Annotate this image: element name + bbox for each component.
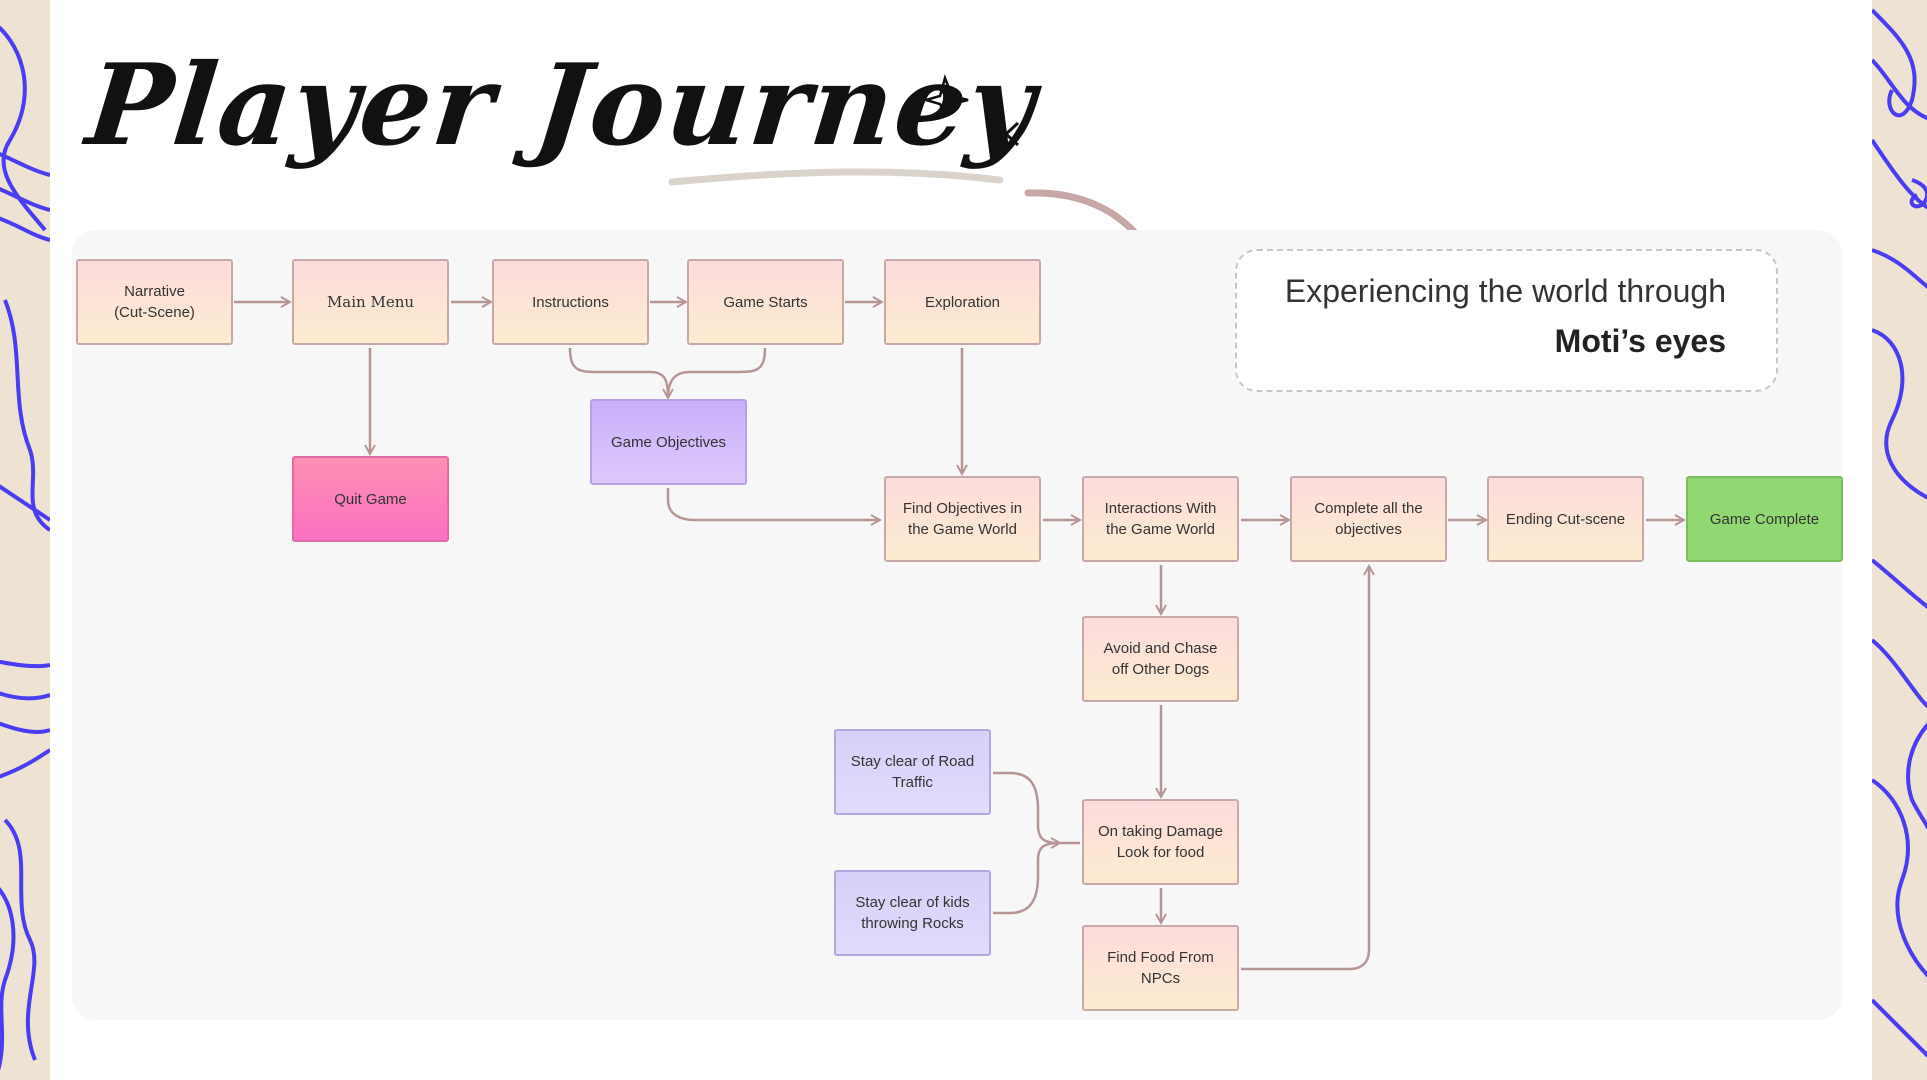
node-interactions-label: Interactions With the Game World bbox=[1104, 500, 1217, 538]
node-find-food-label: Find Food From NPCs bbox=[1107, 949, 1214, 987]
node-instructions: Instructions bbox=[492, 259, 649, 345]
node-avoid-dogs: Avoid and Chase off Other Dogs bbox=[1082, 616, 1239, 702]
squiggle-pattern-left bbox=[0, 25, 50, 1071]
node-find-objectives-label: Find Objectives in the Game World bbox=[902, 500, 1023, 538]
node-exploration: Exploration bbox=[884, 259, 1041, 345]
node-narrative: Narrative (Cut-Scene) bbox=[76, 259, 233, 345]
node-main-menu: Main Menu bbox=[292, 259, 449, 345]
merge-instructions-game-starts bbox=[568, 347, 767, 398]
node-interactions: Interactions With the Game World bbox=[1082, 476, 1239, 562]
squiggle-pattern-right bbox=[1872, 8, 1927, 1058]
node-game-starts: Game Starts bbox=[687, 259, 844, 345]
node-kids-rocks: Stay clear of kids throwing Rocks bbox=[834, 870, 991, 956]
tagline-card: Experiencing the world through Moti’s ey… bbox=[1235, 249, 1778, 392]
node-instructions-label: Instructions bbox=[532, 293, 609, 311]
node-road-traffic-label: Stay clear of Road Traffic bbox=[850, 753, 975, 791]
node-ending-cutscene: Ending Cut-scene bbox=[1487, 476, 1644, 562]
node-game-starts-label: Game Starts bbox=[723, 293, 808, 311]
node-find-objectives: Find Objectives in the Game World bbox=[884, 476, 1041, 562]
node-quit-game: Quit Game bbox=[292, 456, 449, 542]
node-kids-rocks-label: Stay clear of kids throwing Rocks bbox=[855, 894, 970, 932]
node-game-complete: Game Complete bbox=[1686, 476, 1843, 562]
node-game-objectives: Game Objectives bbox=[590, 399, 747, 485]
node-road-traffic: Stay clear of Road Traffic bbox=[834, 729, 991, 815]
node-avoid-dogs-label: Avoid and Chase off Other Dogs bbox=[1103, 640, 1218, 678]
node-taking-damage: On taking Damage Look for food bbox=[1082, 799, 1239, 885]
node-game-objectives-label: Game Objectives bbox=[610, 433, 727, 451]
node-quit-game-label: Quit Game bbox=[334, 490, 407, 508]
tagline-line-1: Experiencing the world through bbox=[1284, 273, 1726, 309]
node-find-food: Find Food From NPCs bbox=[1082, 925, 1239, 1011]
arrow-game-objectives-to-find-objectives bbox=[666, 488, 880, 520]
tagline-line-2: Moti’s eyes bbox=[1554, 323, 1726, 359]
arrow-find-food-to-complete bbox=[1241, 566, 1369, 971]
node-narrative-label: Narrative (Cut-Scene) bbox=[114, 283, 195, 321]
node-main-menu-label: Main Menu bbox=[326, 292, 415, 311]
node-ending-cutscene-label: Ending Cut-scene bbox=[1505, 510, 1626, 528]
node-complete-objectives: Complete all the objectives bbox=[1290, 476, 1447, 562]
node-exploration-label: Exploration bbox=[924, 293, 1001, 311]
left-decorative-border bbox=[0, 0, 50, 1080]
node-complete-objectives-label: Complete all the objectives bbox=[1314, 500, 1423, 538]
node-game-complete-label: Game Complete bbox=[1709, 510, 1820, 528]
right-decorative-border bbox=[1872, 0, 1927, 1080]
node-taking-damage-label: On taking Damage Look for food bbox=[1097, 823, 1224, 861]
merge-hazards-to-taking-damage bbox=[993, 771, 1080, 915]
